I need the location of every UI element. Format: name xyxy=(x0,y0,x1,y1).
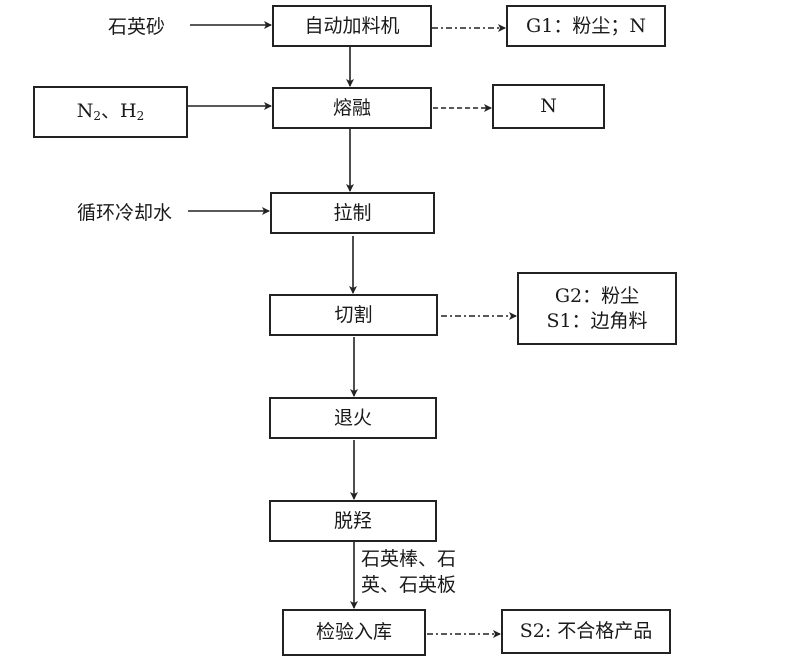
step-cutting: 切割 xyxy=(269,294,438,336)
product-label: 石英棒、石 英、石英板 xyxy=(361,546,456,598)
product-label-line2: 英、石英板 xyxy=(361,574,457,596)
input-cooling-water: 循环冷却水 xyxy=(77,202,173,224)
output-feeder-emission: G1：粉尘；N xyxy=(506,5,666,47)
input-gas-label: N2、H2 xyxy=(77,99,145,125)
output-inspection-waste: S2: 不合格产品 xyxy=(501,609,671,654)
step-inspection: 检验入库 xyxy=(282,609,426,656)
output-cutting-emission: G2：粉尘 S1：边角料 xyxy=(517,272,677,345)
step-melting: 熔融 xyxy=(272,87,432,129)
step-feeder: 自动加料机 xyxy=(272,5,432,47)
gas-n-text: N xyxy=(76,100,94,123)
cutting-emission-solid: S1：边角料 xyxy=(546,309,648,332)
input-gas-box: N2、H2 xyxy=(33,86,188,138)
product-label-line1: 石英棒、石 xyxy=(361,548,457,570)
step-annealing: 退火 xyxy=(269,397,437,439)
input-quartz-sand: 石英砂 xyxy=(108,16,166,38)
gas-separator: 、 xyxy=(101,100,121,123)
step-dehydroxylation: 脱羟 xyxy=(269,500,437,542)
cutting-emission-gas: G2：粉尘 xyxy=(554,284,640,307)
gas-h-text: H xyxy=(120,100,137,123)
gas-n-subscript: 2 xyxy=(93,109,102,124)
step-drawing: 拉制 xyxy=(270,192,435,234)
output-melting-emission: N xyxy=(492,84,605,129)
gas-h-subscript: 2 xyxy=(136,109,145,124)
